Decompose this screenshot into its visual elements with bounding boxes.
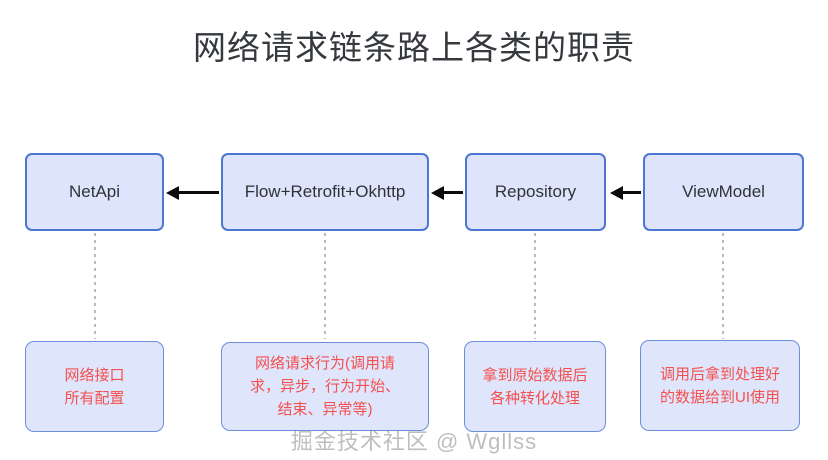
node-repository[interactable]: Repository bbox=[465, 153, 606, 231]
node-label: Repository bbox=[494, 182, 577, 201]
note-text: 网络请求行为(调用请 求，异步，行为开始、 结束、异常等) bbox=[250, 352, 400, 421]
note-line: 调用后拿到处理好 bbox=[659, 365, 780, 383]
note-line: 的数据给到UI使用 bbox=[659, 388, 780, 406]
arrow-left-icon-repository-to-flow bbox=[443, 191, 463, 194]
dotted-connector-repository bbox=[534, 233, 536, 339]
note-repository[interactable]: 拿到原始数据后 各种转化处理 bbox=[464, 341, 606, 432]
node-label: Flow+Retrofit+Okhttp bbox=[244, 182, 406, 201]
note-line: 拿到原始数据后 bbox=[482, 366, 588, 384]
node-viewmodel[interactable]: ViewModel bbox=[643, 153, 804, 231]
note-flow[interactable]: 网络请求行为(调用请 求，异步，行为开始、 结束、异常等) bbox=[221, 342, 429, 431]
watermark: 掘金技术社区 @ Wgllss bbox=[290, 429, 538, 454]
note-line: 网络请求行为(调用请 bbox=[254, 355, 395, 372]
node-netapi[interactable]: NetApi bbox=[25, 153, 164, 231]
note-text: 调用后拿到处理好 的数据给到UI使用 bbox=[660, 363, 780, 409]
note-netapi[interactable]: 网络接口 所有配置 bbox=[25, 341, 164, 432]
dotted-connector-viewmodel bbox=[722, 233, 724, 339]
note-line: 各种转化处理 bbox=[489, 389, 580, 407]
page-title: 网络请求链条路上各类的职责 bbox=[193, 29, 635, 66]
note-text: 网络接口 所有配置 bbox=[64, 364, 124, 410]
node-label: NetApi bbox=[68, 182, 121, 201]
dotted-connector-netapi bbox=[94, 233, 96, 339]
note-viewmodel[interactable]: 调用后拿到处理好 的数据给到UI使用 bbox=[640, 340, 800, 431]
node-flow-retrofit-okhttp[interactable]: Flow+Retrofit+Okhttp bbox=[221, 153, 429, 231]
note-line: 网络接口 bbox=[64, 366, 125, 384]
note-line: 所有配置 bbox=[64, 389, 125, 407]
note-text: 拿到原始数据后 各种转化处理 bbox=[482, 364, 587, 410]
arrow-left-icon-viewmodel-to-repository bbox=[622, 191, 641, 194]
note-line: 结束、异常等) bbox=[277, 401, 373, 418]
arrow-left-icon-flow-to-netapi bbox=[178, 191, 219, 194]
note-line: 求，异步，行为开始、 bbox=[249, 378, 400, 395]
node-label: ViewModel bbox=[682, 182, 765, 201]
dotted-connector-flow bbox=[324, 233, 326, 339]
